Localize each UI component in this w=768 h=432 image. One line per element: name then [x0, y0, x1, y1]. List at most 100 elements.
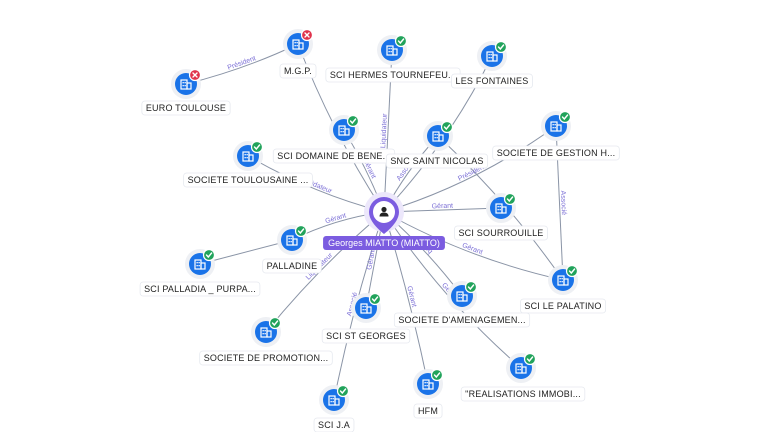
node-label-hermes: SCI HERMES TOURNEFEU... [330, 70, 456, 80]
node-label-scija: SCI J.A [318, 420, 350, 430]
building-icon [550, 121, 562, 132]
status-active-check-icon [368, 292, 382, 306]
building-icon [515, 363, 527, 374]
status-active-check-icon [430, 368, 444, 382]
building-icon [456, 291, 468, 302]
node-label-promotion-bg [199, 350, 333, 366]
building-icon [242, 151, 254, 162]
status-closed-x-icon [188, 68, 202, 82]
edge-label-center-hfm: Gérant [405, 285, 417, 308]
company-node-palladia[interactable]: SCI PALLADIA _ PURPA... [139, 248, 261, 297]
company-node-realisations[interactable]: "REALISATIONS IMMOBI... [460, 352, 586, 402]
node-label-palladia-bg [139, 281, 261, 297]
nodes-layer: M.G.P. EURO TOULOUSE SCI HERMES TOURNEFEU.… [139, 28, 620, 432]
status-active-check-icon [464, 280, 478, 294]
building-icon [328, 395, 340, 406]
company-node-mgp[interactable]: M.G.P. [279, 28, 317, 79]
status-active-check-icon [565, 264, 579, 278]
building-icon [180, 79, 192, 90]
edge-gestion-palatino [555, 125, 564, 281]
company-node-fontaines[interactable]: LES FONTAINES [451, 40, 533, 89]
node-label-gestion: SOCIETE DE GESTION H... [497, 148, 616, 158]
status-active-check-icon [558, 110, 572, 124]
company-node-sourrouille[interactable]: SCI SOURROUILLE [454, 192, 548, 241]
status-active-check-icon [294, 224, 308, 238]
node-label-palladine: PALLADINE [267, 261, 318, 271]
building-icon [557, 275, 569, 286]
node-label-snc-bg [385, 153, 489, 169]
node-label-promotion: SOCIETE DE PROMOTION... [204, 353, 329, 363]
node-label-fontaines: LES FONTAINES [456, 76, 529, 86]
edge-center-palatino [383, 211, 564, 281]
edge-label-center-stgeorges: Gérant [366, 248, 377, 270]
status-active-check-icon [268, 316, 282, 330]
node-label-realisations-bg [460, 386, 586, 402]
status-active-check-icon [202, 248, 216, 262]
company-node-hermes[interactable]: SCI HERMES TOURNEFEU... [325, 34, 461, 83]
company-node-toulousaine[interactable]: SOCIETE TOULOUSAINE ... [183, 140, 313, 188]
node-label-mgp-bg [279, 63, 317, 79]
company-node-amenagement[interactable]: SOCIETE D'AMENAGEMEN... [393, 280, 531, 328]
node-label-hfm: HFM [418, 406, 438, 416]
edge-label-center-sourrouille: Gérant [432, 203, 454, 211]
node-label-hfm-bg [413, 403, 443, 419]
building-icon [486, 51, 498, 62]
node-label-palladine-bg [262, 258, 322, 274]
node-label-sourrouille-bg [454, 225, 548, 241]
node-label-euro: EURO TOULOUSE [146, 103, 226, 113]
center-label-bg [323, 236, 445, 250]
node-label-gestion-bg [492, 145, 620, 161]
building-icon [338, 125, 350, 136]
node-label-domaine: SCI DOMAINE DE BENE... [277, 151, 390, 161]
node-label-stgeorges: SCI ST GEORGES [326, 331, 406, 341]
company-node-domaine[interactable]: SCI DOMAINE DE BENE... [272, 114, 396, 164]
company-node-scija[interactable]: SCI J.A [313, 384, 355, 432]
building-icon [432, 131, 444, 142]
edge-label-gestion-palatino: Associé [559, 190, 567, 215]
node-label-toulousaine-bg [183, 172, 313, 188]
node-label-palatino-bg [519, 298, 607, 314]
company-node-palladine[interactable]: PALLADINE [262, 224, 322, 274]
status-closed-x-icon [300, 28, 314, 42]
building-icon [360, 303, 372, 314]
edge-center-gestion [383, 125, 557, 213]
status-active-check-icon [503, 192, 517, 206]
node-label-palatino: SCI LE PALATINO [524, 301, 601, 311]
status-active-check-icon [440, 120, 454, 134]
company-node-stgeorges[interactable]: SCI ST GEORGES [321, 292, 411, 344]
node-label-amenagement: SOCIETE D'AMENAGEMEN... [398, 315, 525, 325]
company-node-snc[interactable]: SNC SAINT NICOLAS [385, 120, 489, 169]
edge-label-center-palladine: Gérant [325, 212, 348, 225]
company-node-palatino[interactable]: SCI LE PALATINO [519, 264, 607, 314]
center-label: Georges MIATTO (MIATTO) [328, 238, 440, 248]
node-label-fontaines-bg [451, 73, 533, 89]
company-node-promotion[interactable]: SOCIETE DE PROMOTION... [199, 316, 333, 366]
building-icon [422, 379, 434, 390]
building-icon [260, 327, 272, 338]
status-active-check-icon [346, 114, 360, 128]
person-icon [379, 206, 389, 217]
status-active-check-icon [394, 34, 408, 48]
status-active-check-icon [250, 140, 264, 154]
building-icon [292, 39, 304, 50]
edge-label-center-palatino: Gérant [461, 242, 484, 256]
building-icon [495, 203, 507, 214]
node-label-scija-bg [313, 417, 355, 432]
company-node-euro[interactable]: EURO TOULOUSE [141, 68, 231, 116]
node-label-amenagement-bg [393, 312, 531, 328]
company-node-gestion[interactable]: SOCIETE DE GESTION H... [492, 110, 620, 161]
node-label-realisations: "REALISATIONS IMMOBI... [465, 389, 581, 399]
edge-center-hfm [383, 211, 429, 385]
company-node-hfm[interactable]: HFM [413, 368, 444, 419]
node-label-toulousaine: SOCIETE TOULOUSAINE ... [188, 175, 309, 185]
building-icon [286, 235, 298, 246]
node-label-euro-bg [141, 100, 231, 116]
status-active-check-icon [336, 384, 350, 398]
node-label-mgp: M.G.P. [284, 66, 312, 76]
edge-label-center-hermes: Liquidateur [380, 113, 389, 149]
building-icon [194, 259, 206, 270]
status-active-check-icon [494, 40, 508, 54]
center-node[interactable]: Georges MIATTO (MIATTO) [323, 192, 445, 250]
node-label-stgeorges-bg [321, 328, 411, 344]
